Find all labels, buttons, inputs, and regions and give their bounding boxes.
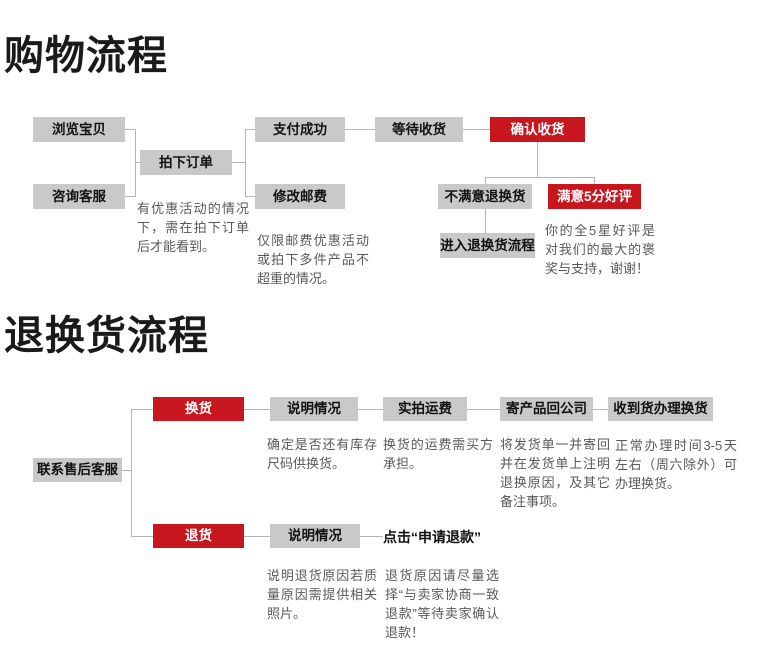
connector-line <box>245 129 255 130</box>
flow-node-shipping-cost: 实拍运费 <box>383 397 467 421</box>
flow-node-handle-exchange: 收到货办理换货 <box>608 397 713 421</box>
flow-node-wait-delivery: 等待收货 <box>375 117 463 142</box>
note-refund-apply-choice: 退货原因请尽量选择“与卖家协商一致退款”等待卖家确认退款！ <box>385 568 499 640</box>
connector-line <box>135 162 140 163</box>
connector-line <box>360 536 383 537</box>
connector-line <box>245 129 246 197</box>
connector-line <box>125 129 136 130</box>
flow-node-enter-return-flow: 进入退换货流程 <box>440 233 535 258</box>
connector-line <box>594 177 595 184</box>
flow-node-explain-exchange: 说明情况 <box>270 397 358 421</box>
connector-line <box>135 129 136 197</box>
note-refund-reason-photos: 说明退货原因若质量原因需提供相关照片。 <box>267 568 377 621</box>
flow-node-exchange: 换货 <box>153 397 244 421</box>
connector-line <box>485 177 486 184</box>
flow-node-apply-refund: 点击“申请退款” <box>383 529 481 545</box>
flow-node-explain-refund: 说明情况 <box>270 524 360 548</box>
note-stock-check: 确定是否还有库存尺码供换货。 <box>267 437 377 471</box>
note-order-discount: 有优惠活动的情况下，需在拍下订单后才能看到。 <box>137 201 249 254</box>
connector-line <box>358 409 383 410</box>
connector-line <box>463 129 490 130</box>
flow-node-browse-items: 浏览宝贝 <box>33 117 125 142</box>
connector-line <box>131 536 153 537</box>
note-postage-limit: 仅限邮费优惠活动或拍下多件产品不超重的情况。 <box>257 233 369 286</box>
connector-line <box>485 177 595 178</box>
flow-node-contact-aftersales: 联系售后客服 <box>33 458 122 482</box>
flow-node-refund: 退货 <box>153 524 244 548</box>
flow-node-place-order: 拍下订单 <box>140 150 232 175</box>
flow-node-unsatisfied-return: 不满意退换货 <box>438 184 532 209</box>
note-handle-time: 正常办理时间3-5天左右（周六除外）可办理换货。 <box>615 438 737 491</box>
note-send-back-instructions: 将发货单一并寄回并在发货单上注明退换原因，及其它备注事项。 <box>500 437 610 509</box>
connector-line <box>131 409 153 410</box>
connector-line <box>122 470 131 471</box>
connector-line <box>593 409 608 410</box>
flow-node-confirm-receipt: 确认收货 <box>490 117 585 142</box>
connector-line <box>467 409 500 410</box>
connector-line <box>485 209 486 233</box>
note-praise-thanks: 你的全5星好评是对我们的最大的褒奖与支持，谢谢！ <box>545 223 655 276</box>
connector-line <box>131 409 132 536</box>
flow-node-modify-postage: 修改邮费 <box>255 184 345 209</box>
flow-node-satisfied-praise: 满意5分好评 <box>548 184 641 209</box>
connector-line <box>345 129 375 130</box>
connector-line <box>125 196 136 197</box>
flow-node-pay-success: 支付成功 <box>255 117 345 142</box>
flow-node-consult-service: 咨询客服 <box>33 184 125 209</box>
connector-line <box>244 536 270 537</box>
note-buyer-pays-shipping: 换货的运费需买方承担。 <box>383 437 493 471</box>
connector-line <box>245 196 255 197</box>
shopping-flow-title: 购物流程 <box>4 34 168 78</box>
connector-line <box>232 162 245 163</box>
connector-line <box>537 142 538 177</box>
flow-node-send-back: 寄产品回公司 <box>500 397 593 421</box>
return-flow-title: 退换货流程 <box>4 314 209 358</box>
connector-line <box>244 409 270 410</box>
